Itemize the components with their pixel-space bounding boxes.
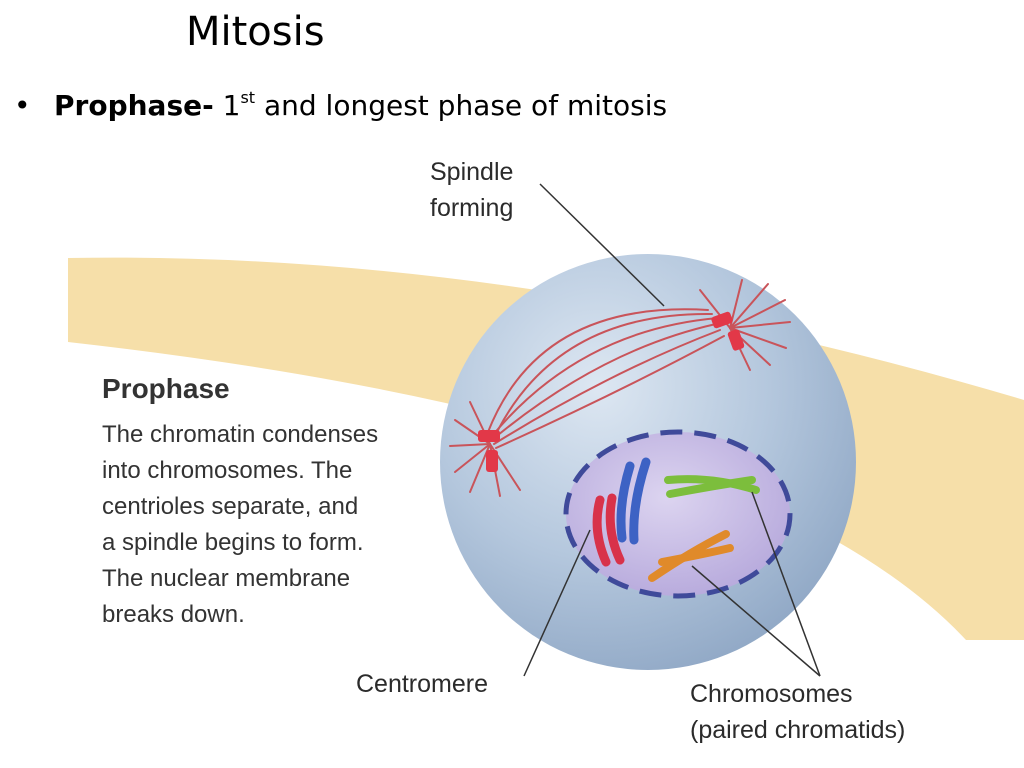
- chromosome-orange: [648, 530, 734, 582]
- bullet-point: • Prophase- 1st and longest phase of mito…: [14, 86, 667, 126]
- phase-heading: Prophase: [102, 373, 230, 404]
- nuclear-membrane: [563, 429, 793, 599]
- phase-description: The chromatin condenses into chromosomes…: [102, 421, 378, 628]
- chromosome-blue: [616, 457, 651, 545]
- centriole-left: [478, 430, 500, 472]
- chromosomes-label-line2: (paired chromatids): [690, 716, 905, 744]
- spindle-fibers: [487, 308, 725, 449]
- chromosome-red: [592, 493, 625, 567]
- description-line: centrioles separate, and: [102, 493, 358, 520]
- description-line: a spindle begins to form.: [102, 529, 363, 556]
- spindle-label-line1: Spindle: [430, 158, 513, 186]
- description-line: The nuclear membrane: [102, 565, 350, 592]
- bullet-number: 1: [222, 89, 241, 122]
- chromosomes-label-line1: Chromosomes: [690, 680, 853, 708]
- description-line: The chromatin condenses: [102, 421, 378, 448]
- centriole-top: [711, 311, 745, 351]
- chromosome-green: [664, 475, 760, 498]
- bullet-superscript: st: [240, 88, 256, 107]
- bullet-rest: and longest phase of mitosis: [255, 89, 668, 122]
- description-line: into chromosomes. The: [102, 457, 352, 484]
- spindle-label-line2: forming: [430, 194, 513, 222]
- centromere-label: Centromere: [356, 670, 488, 698]
- description-line: breaks down.: [102, 601, 245, 628]
- bullet-marker: •: [14, 89, 31, 122]
- label-pointers: [523, 183, 821, 677]
- bullet-term: Prophase-: [54, 89, 214, 122]
- slide-title: Mitosis: [186, 9, 325, 55]
